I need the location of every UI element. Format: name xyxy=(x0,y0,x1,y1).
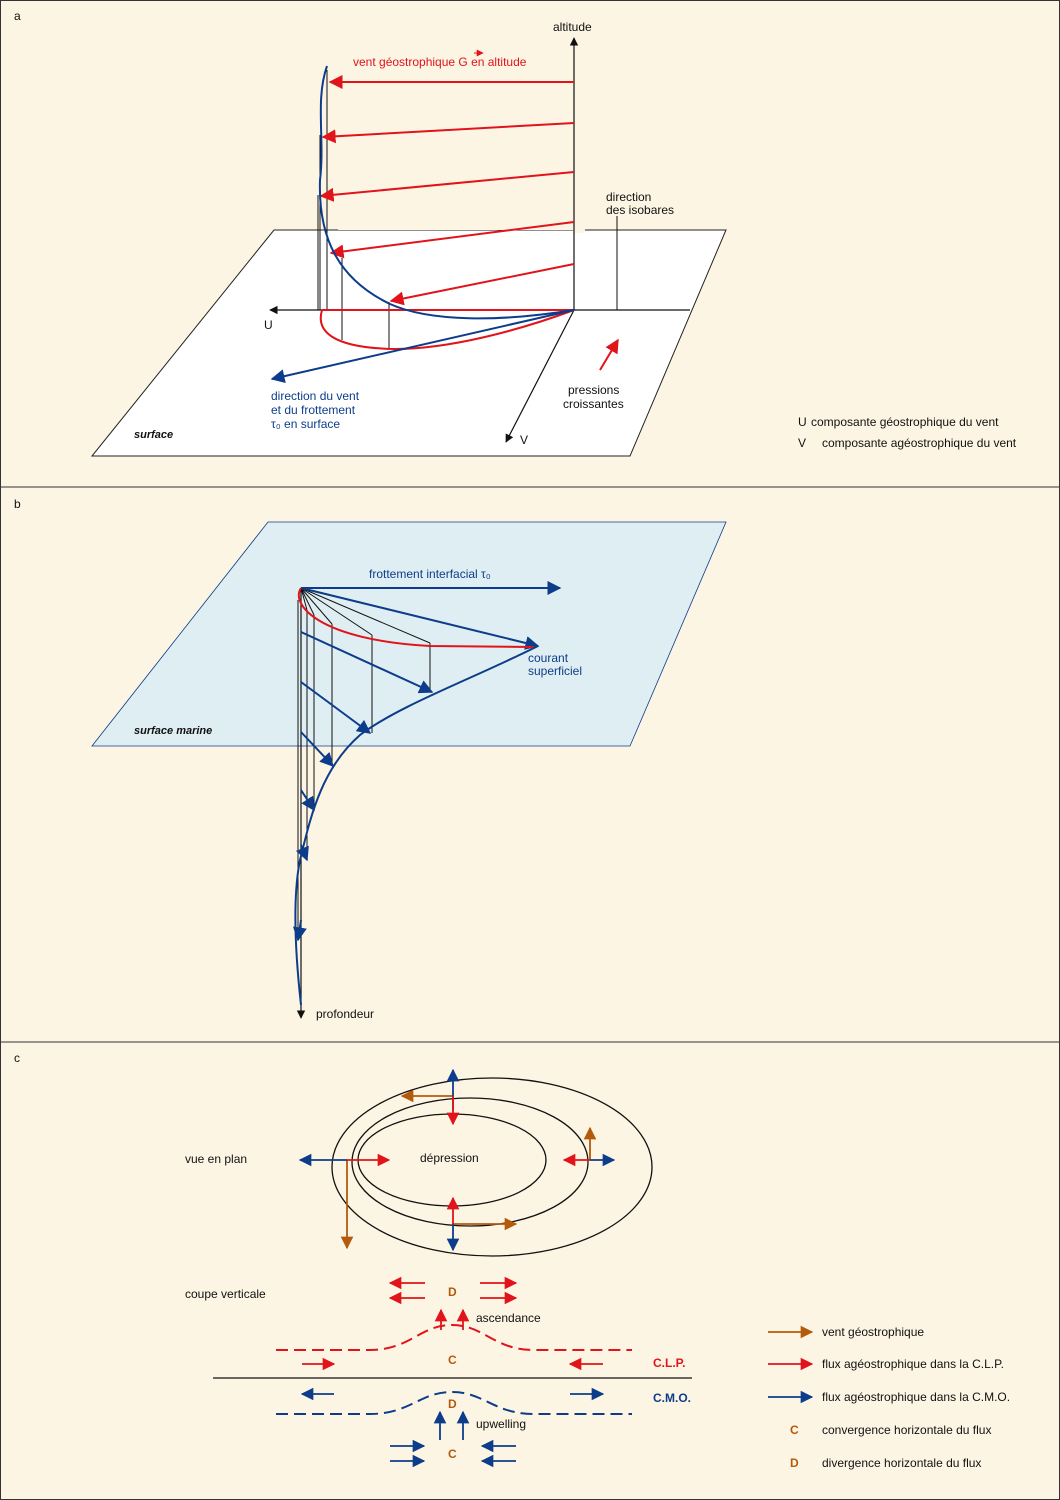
pressure-label-2: croissantes xyxy=(563,397,624,411)
cmo-bottom-line xyxy=(276,1390,632,1415)
pressure-label-1: pressions xyxy=(568,383,619,397)
legend-c-geo-text: vent géostrophique xyxy=(822,1325,924,1339)
surface-current-arrow xyxy=(300,587,540,650)
depth-label: profondeur xyxy=(316,1007,374,1021)
legend-c-d-text: divergence horizontale du flux xyxy=(822,1456,981,1470)
legend-c-cmo-text: flux agéostrophique dans la C.M.O. xyxy=(822,1390,1010,1404)
geostrophic-wind-arrows xyxy=(319,75,575,311)
ekman-spiral-atmosphere xyxy=(318,65,575,320)
legend-a-key-v: V xyxy=(798,436,806,450)
surface-plane xyxy=(90,229,727,457)
pressure-arrow xyxy=(599,338,619,371)
current-label-1: courant xyxy=(528,651,569,665)
isobars-label-1: direction xyxy=(606,190,651,204)
panel-c: c dépression vue en plan coupe verticale xyxy=(14,1051,1010,1470)
legend-c-c-text: convergence horizontale du flux xyxy=(822,1423,991,1437)
isobars-label-2: des isobares xyxy=(606,203,674,217)
friction-label: frottement interfacial τ₀ xyxy=(369,567,491,581)
ocean-current-arrows xyxy=(292,631,434,942)
ascent-label: ascendance xyxy=(476,1311,541,1325)
legend-c-c-symbol: C xyxy=(790,1423,799,1437)
geostrophic-wind-label: vent géostrophique G en altitude xyxy=(353,55,527,69)
upwelling-label: upwelling xyxy=(476,1417,526,1431)
clp-top-line xyxy=(276,1323,632,1351)
isobar-middle xyxy=(351,1097,589,1227)
section-c-top: C xyxy=(448,1353,457,1367)
isobar-outer xyxy=(331,1077,653,1257)
upwelling-arrows xyxy=(390,1410,516,1468)
panel-b: b surface marine profondeur frottement i… xyxy=(14,497,727,1021)
panel-c-letter: c xyxy=(14,1051,20,1065)
sea-surface-label: surface marine xyxy=(134,725,212,737)
panel-a: a altitude U V direction des isobares xyxy=(14,9,1017,457)
section-d-bottom: D xyxy=(448,1397,457,1411)
plan-view-label: vue en plan xyxy=(185,1152,247,1166)
cmo-label: C.M.O. xyxy=(653,1391,691,1405)
ocean-hodograph xyxy=(297,587,535,648)
ekman-spiral-ocean xyxy=(294,645,539,1006)
surface-label: surface xyxy=(134,429,173,441)
vertical-section-label: coupe verticale xyxy=(185,1287,266,1301)
legend-a-key-u: U xyxy=(798,415,807,429)
legend-c-d-symbol: D xyxy=(790,1456,799,1470)
current-label-2: superficiel xyxy=(528,664,582,678)
surface-wind-arrow xyxy=(270,309,575,384)
v-axis xyxy=(505,309,575,443)
current-fan-lines xyxy=(297,587,431,940)
v-axis-label: V xyxy=(520,433,528,447)
wind-direction-label-2: et du frottement xyxy=(271,403,356,417)
plane-gap-2 xyxy=(573,225,585,233)
legend-a-text-v: composante agéostrophique du vent xyxy=(822,436,1017,450)
u-axis-label: U xyxy=(264,318,273,332)
legend-c-clp-text: flux agéostrophique dans la C.L.P. xyxy=(822,1357,1004,1371)
panel-b-letter: b xyxy=(14,497,21,511)
upper-divergence-arrows xyxy=(388,1276,518,1330)
section-d-top: D xyxy=(448,1285,457,1299)
clp-label: C.L.P. xyxy=(653,1356,685,1370)
legend-a-text-u: composante géostrophique du vent xyxy=(811,415,999,429)
panel-a-letter: a xyxy=(14,9,21,23)
depression-label: dépression xyxy=(420,1151,479,1165)
wind-direction-label-3: τ₀ en surface xyxy=(271,417,340,431)
wind-direction-label-1: direction du vent xyxy=(271,389,360,403)
section-c-bottom: C xyxy=(448,1447,457,1461)
altitude-label: altitude xyxy=(553,20,592,34)
